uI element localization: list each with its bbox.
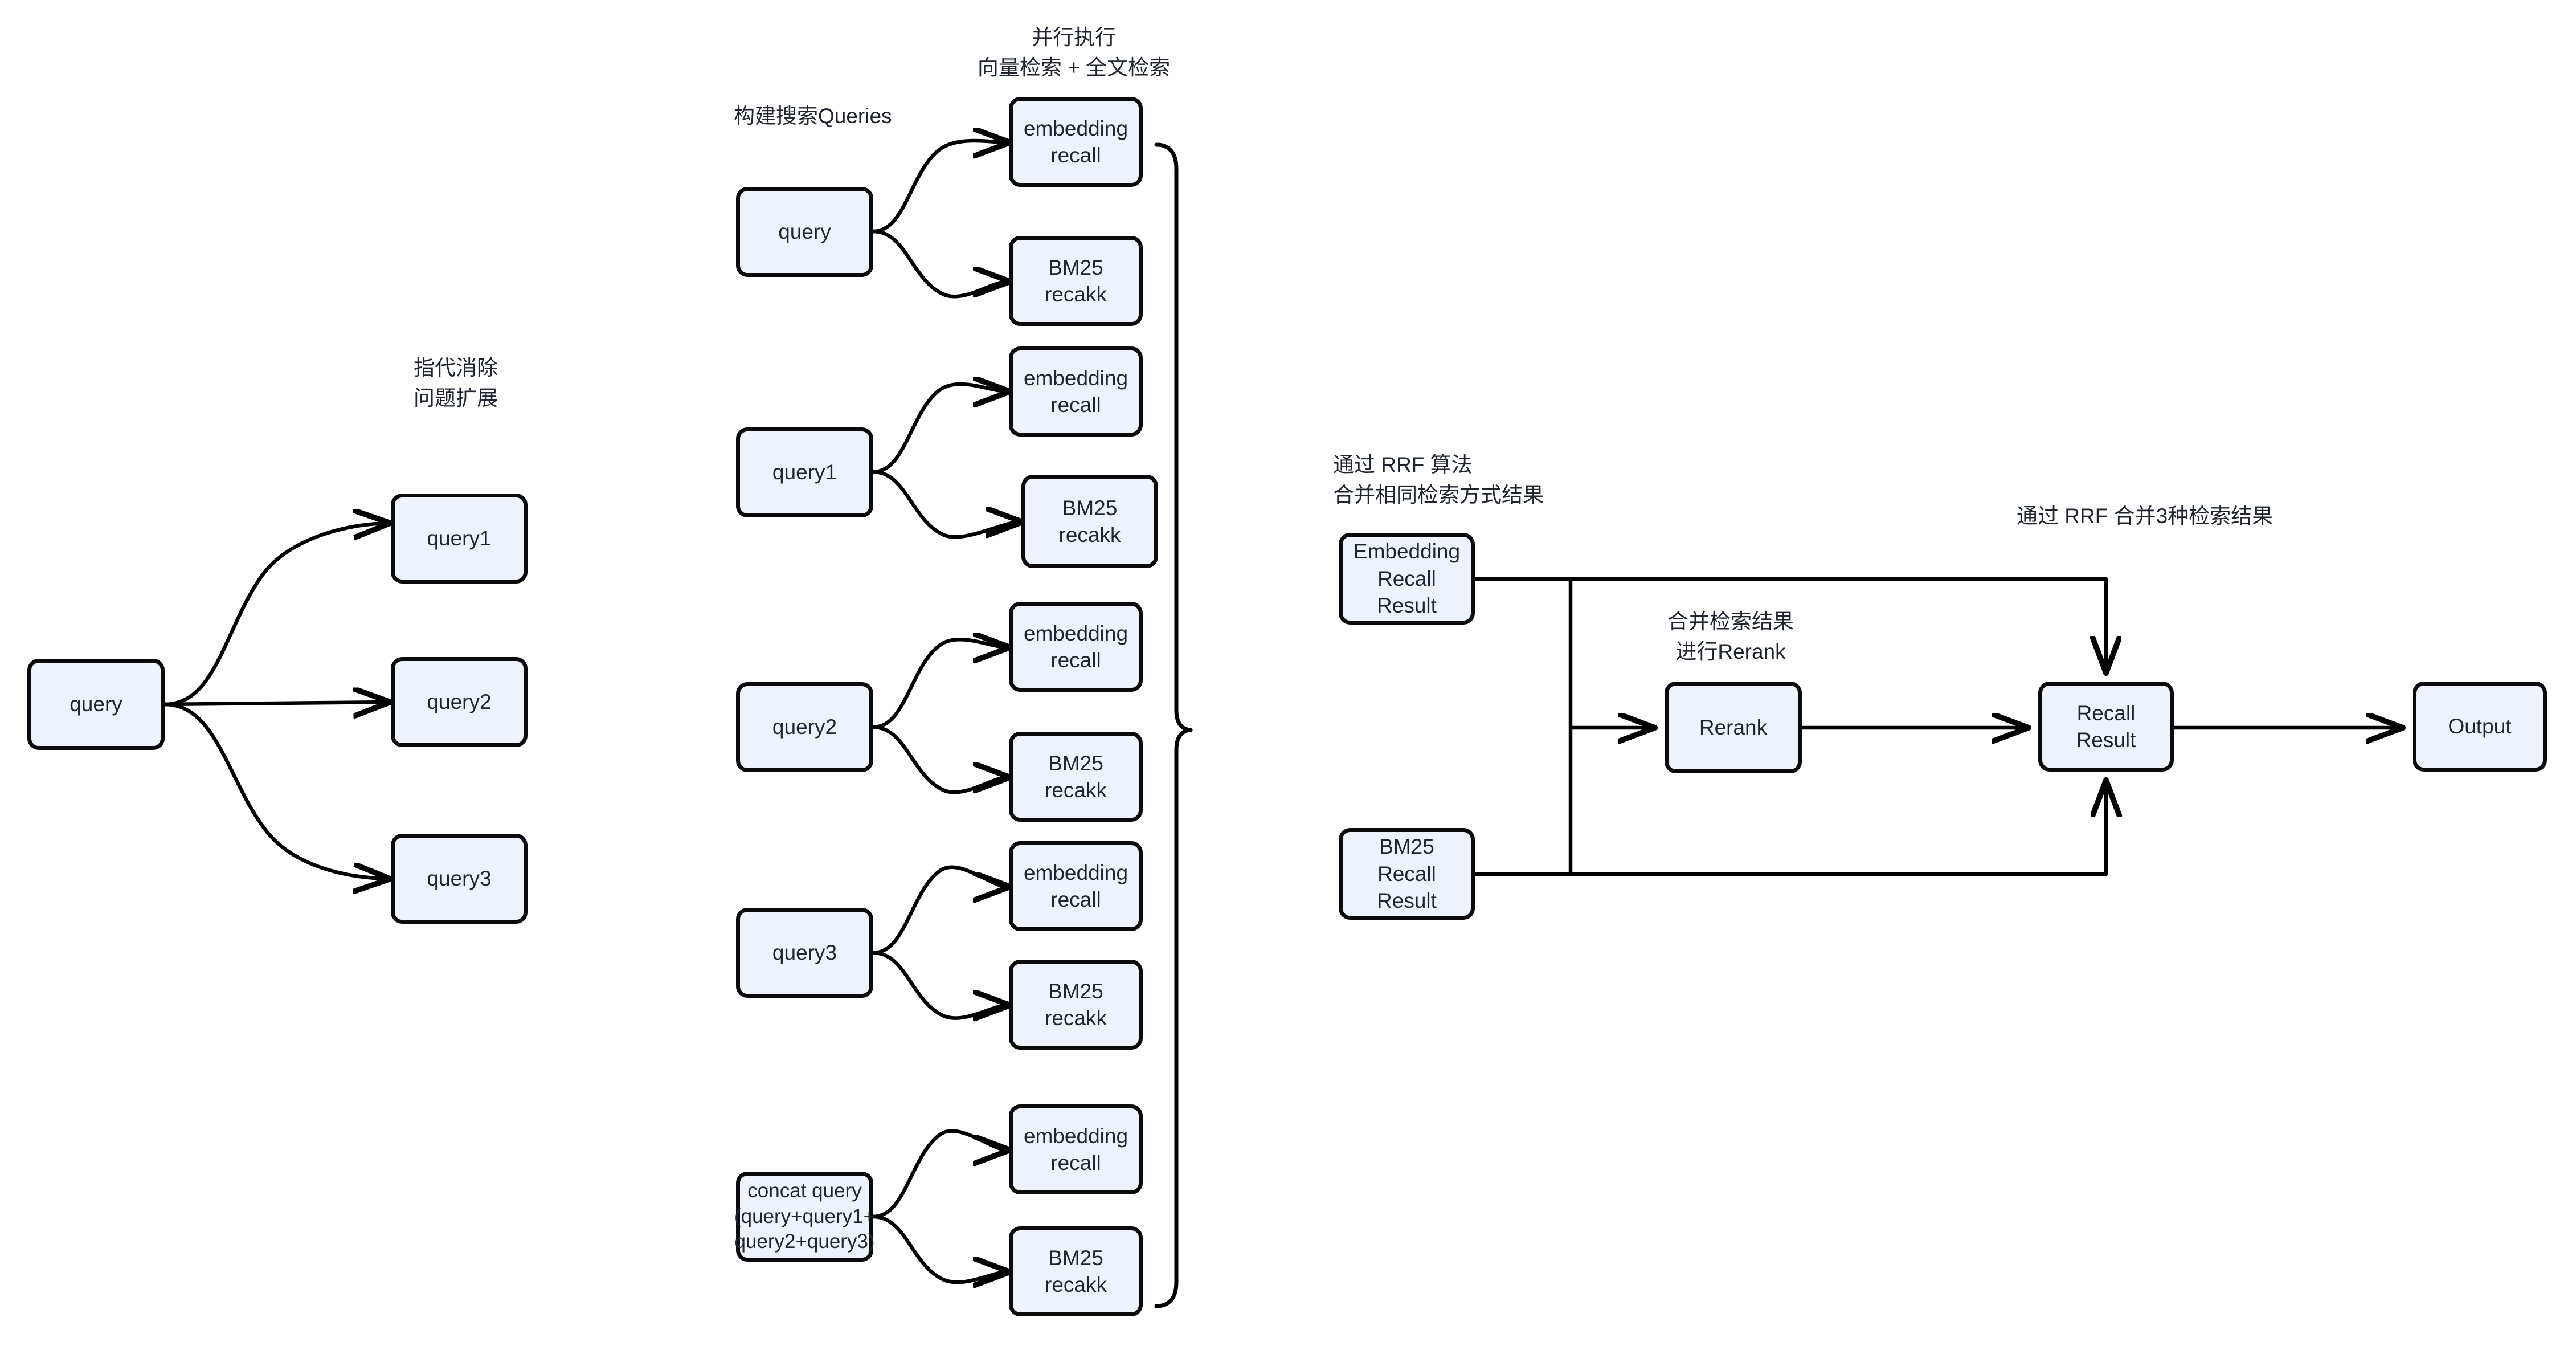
edge-q3-embedding [871,865,1007,955]
node-search-query-2[interactable]: query2 [736,682,873,772]
node-embedding-recall-result[interactable]: Embedding Recall Result [1339,533,1475,625]
node-recall-embedding-concat[interactable]: embedding recall [1009,1104,1143,1194]
edge-qc-embedding [871,1129,1007,1219]
node-recall-bm25-2[interactable]: BM25 recakk [1009,732,1143,822]
node-recall-bm25-concat[interactable]: BM25 recakk [1009,1226,1143,1316]
node-recall-bm25-0[interactable]: BM25 recakk [1009,236,1143,326]
edge-q0-embedding [871,141,1007,234]
recall-group-brace [1154,142,1193,1308]
edge-qc-bm25 [871,1214,1007,1282]
node-search-query-3[interactable]: query3 [736,908,873,998]
note-rrf-same-method: 通过 RRF 算法 合并相同检索方式结果 [1333,453,1544,507]
note-parallel-exec: 并行执行 向量检索 + 全文检索 [977,26,1171,79]
node-query-source[interactable]: query [27,659,165,750]
node-recall-embedding-1[interactable]: embedding recall [1009,346,1143,437]
node-recall-bm25-1[interactable]: BM25 recakk [1021,475,1158,568]
node-recall-result[interactable]: Recall Result [2038,682,2174,772]
node-recall-embedding-2[interactable]: embedding recall [1009,602,1143,692]
node-recall-embedding-3[interactable]: embedding recall [1009,841,1143,931]
node-search-query-1[interactable]: query1 [736,427,873,517]
edge-query-to-query2 [162,702,387,704]
edge-bm25res-to-recallresult [1473,783,2106,876]
node-bm25-recall-result[interactable]: BM25 Recall Result [1339,828,1475,920]
node-expansion-query3[interactable]: query3 [391,834,528,924]
edge-q2-bm25 [871,725,1007,794]
note-merge-rerank: 合并检索结果 进行Rerank [1667,610,1794,663]
note-rrf-three: 通过 RRF 合并3种检索结果 [2017,504,2274,528]
node-rerank[interactable]: Rerank [1665,682,1802,773]
node-expansion-query2[interactable]: query2 [391,657,528,747]
edge-q2-embedding [871,639,1007,729]
edge-query-to-query1 [162,523,387,707]
edge-q1-bm25 [871,470,1020,539]
edge-q3-bm25 [871,951,1007,1018]
node-search-query-0[interactable]: query [736,187,873,277]
node-output[interactable]: Output [2413,682,2547,772]
edge-q1-embedding [871,384,1007,474]
note-build-queries: 构建搜索Queries [734,104,892,128]
edge-query-to-query3 [162,702,387,879]
node-expansion-query1[interactable]: query1 [391,494,528,584]
note-coref-expand: 指代消除 问题扩展 [414,356,498,410]
edge-q0-bm25 [871,229,1007,299]
node-recall-embedding-0[interactable]: embedding recall [1009,97,1143,187]
node-recall-bm25-3[interactable]: BM25 recakk [1009,960,1143,1050]
node-search-query-concat[interactable]: concat query (query+query1+ query2+query… [734,1172,875,1262]
